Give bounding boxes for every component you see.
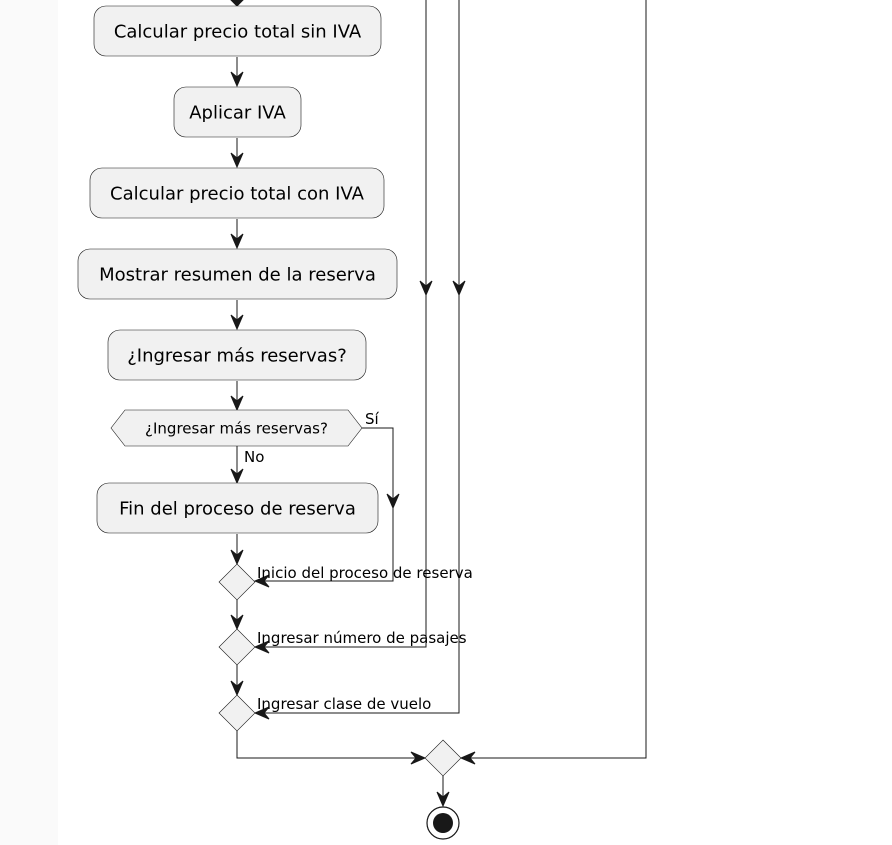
activity-calc-sin-iva: Calcular precio total sin IVA bbox=[93, 5, 382, 57]
edge-branch-m3 bbox=[255, 0, 460, 714]
activity-label: Calcular precio total con IVA bbox=[110, 184, 365, 205]
arrow-head bbox=[230, 71, 244, 88]
end-node bbox=[426, 806, 460, 840]
arrow-head bbox=[459, 751, 476, 765]
merge-label: Ingresar clase de vuelo bbox=[257, 695, 431, 713]
decision-yes-label: Sí bbox=[365, 410, 380, 428]
merge-final bbox=[424, 739, 462, 777]
arrow-head bbox=[230, 233, 244, 250]
arrow-head bbox=[230, 549, 244, 566]
arrow-head bbox=[230, 0, 244, 7]
arrow-head bbox=[419, 280, 433, 297]
arrow-head bbox=[253, 640, 270, 654]
merge-inicio-proceso: Inicio del proceso de reserva bbox=[218, 563, 473, 601]
arrow-head bbox=[230, 680, 244, 697]
arrow-head bbox=[386, 493, 400, 510]
connectors bbox=[230, 0, 647, 808]
merge-label: Ingresar número de pasajes bbox=[257, 629, 467, 647]
activity-label: ¿Ingresar más reservas? bbox=[127, 346, 347, 367]
arrow-head bbox=[452, 280, 466, 297]
edge-branch-m4 bbox=[461, 0, 647, 759]
edge-m3-m4 bbox=[236, 731, 425, 759]
activity-label: Mostrar resumen de la reserva bbox=[99, 265, 376, 286]
decision-label: ¿Ingresar más reservas? bbox=[145, 420, 328, 438]
arrow-head bbox=[436, 791, 450, 808]
merge-label: Inicio del proceso de reserva bbox=[257, 564, 473, 582]
arrow-head bbox=[253, 706, 270, 720]
decision-no-label: No bbox=[244, 448, 264, 466]
activity-fin-proceso: Fin del proceso de reserva bbox=[96, 482, 379, 534]
arrow-head bbox=[230, 468, 244, 485]
merge-clase-vuelo: Ingresar clase de vuelo bbox=[218, 694, 431, 732]
arrow-head bbox=[230, 152, 244, 169]
merge-numero-pasajes: Ingresar número de pasajes bbox=[218, 628, 467, 666]
arrow-head bbox=[230, 314, 244, 331]
arrow-head bbox=[253, 574, 270, 588]
arrow-head bbox=[410, 751, 427, 765]
arrow-head bbox=[230, 395, 244, 412]
activity-label: Aplicar IVA bbox=[189, 103, 286, 124]
edge-branch-m2 bbox=[255, 0, 427, 648]
activity-aplicar-iva: Aplicar IVA bbox=[173, 86, 302, 138]
activity-mostrar-resumen: Mostrar resumen de la reserva bbox=[77, 248, 398, 300]
decision-ingresar-mas: ¿Ingresar más reservas? Sí No bbox=[110, 409, 380, 466]
activity-calc-con-iva: Calcular precio total con IVA bbox=[89, 167, 385, 219]
activity-ingresar-mas: ¿Ingresar más reservas? bbox=[107, 329, 367, 381]
activity-label: Calcular precio total sin IVA bbox=[114, 22, 362, 43]
activity-label: Fin del proceso de reserva bbox=[119, 499, 356, 520]
arrow-head bbox=[230, 614, 244, 631]
